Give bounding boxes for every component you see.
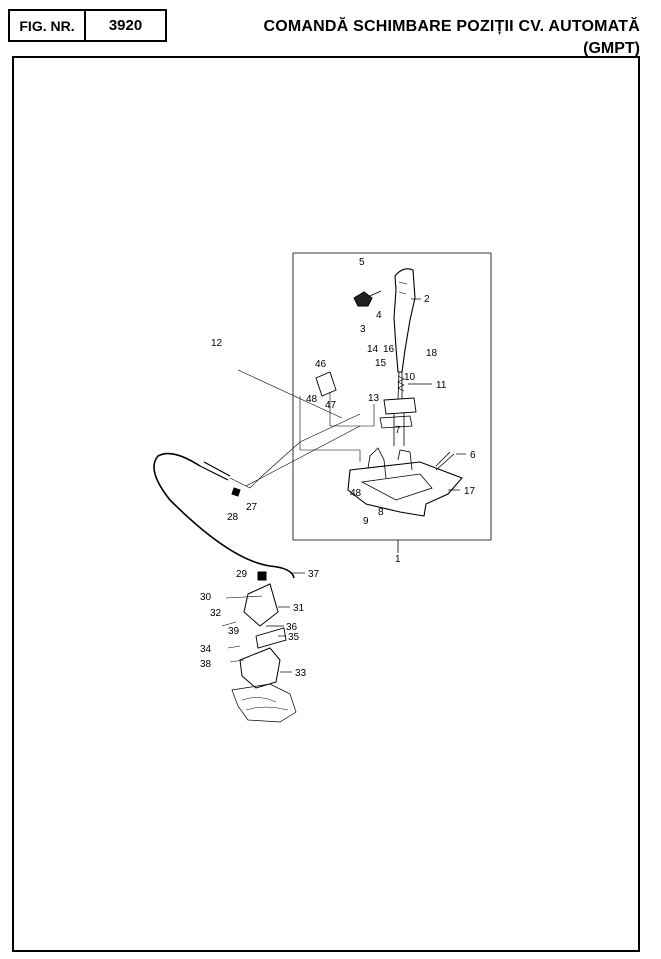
callout-5: 5 <box>359 257 365 268</box>
callout-28: 28 <box>227 512 239 523</box>
transmission-lever <box>239 647 281 689</box>
callout-13: 13 <box>368 393 380 404</box>
callout-47: 47 <box>325 400 337 411</box>
callout-46: 46 <box>315 359 327 370</box>
base-plate <box>347 461 463 517</box>
assembly-outline <box>292 252 492 541</box>
callout-16: 16 <box>383 344 395 355</box>
callout-10: 10 <box>404 372 416 383</box>
callout-38: 38 <box>200 659 212 670</box>
cable-bracket <box>243 583 279 627</box>
callout-30: 30 <box>200 592 212 603</box>
callout-9: 9 <box>363 516 369 527</box>
callout-34: 34 <box>200 644 212 655</box>
callout-2: 2 <box>424 294 430 305</box>
callout-4: 4 <box>376 310 382 321</box>
callout-12: 12 <box>211 338 223 349</box>
figure-number: 3920 <box>84 9 167 42</box>
callout-27: 27 <box>246 502 258 513</box>
callout-39: 39 <box>228 626 240 637</box>
callout-3: 3 <box>360 324 366 335</box>
callout-36: 36 <box>286 622 298 633</box>
callout-1: 1 <box>395 554 401 565</box>
callout-7: 7 <box>395 425 401 436</box>
callout-48-lower: 48 <box>350 488 362 499</box>
callout-37: 37 <box>308 569 320 580</box>
callout-11: 11 <box>436 380 447 391</box>
callout-35: 35 <box>288 632 300 643</box>
callout-8: 8 <box>378 507 384 518</box>
callout-14: 14 <box>367 344 379 355</box>
diagram-frame <box>12 56 640 952</box>
callout-6: 6 <box>470 450 476 461</box>
callout-29: 29 <box>236 569 248 580</box>
lever-handle <box>393 268 416 373</box>
diagram-subtitle: (GMPT) <box>583 40 640 57</box>
callout-15: 15 <box>375 358 387 369</box>
shift-cable <box>153 452 295 579</box>
callout-31: 31 <box>293 603 305 614</box>
callout-33: 33 <box>295 668 307 679</box>
callout-32: 32 <box>210 608 222 619</box>
diagram-title: COMANDĂ SCHIMBARE POZIȚII CV. AUTOMATĂ <box>263 18 640 35</box>
lever-button <box>353 291 373 307</box>
callout-48-upper: 48 <box>306 394 318 405</box>
callout-17: 17 <box>464 486 476 497</box>
callout-18: 18 <box>426 348 438 359</box>
